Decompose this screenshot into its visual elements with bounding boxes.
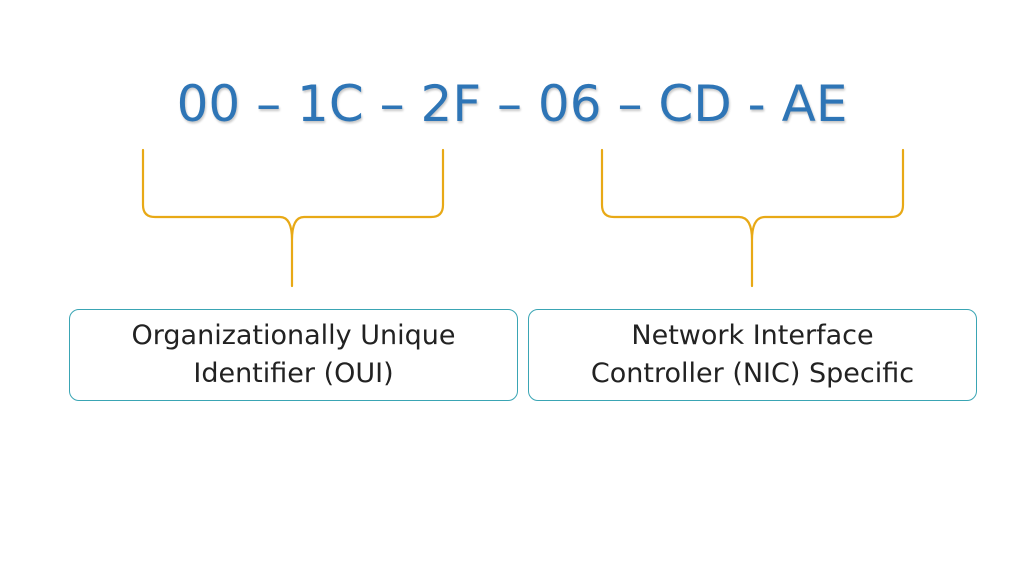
mac-separator-1: –: [240, 75, 298, 133]
nic-label-line-1: Network Interface: [631, 320, 874, 351]
oui-label-line-1: Organizationally Unique: [131, 320, 456, 351]
mac-segment-3: 2F: [420, 75, 482, 133]
mac-separator-2: –: [363, 75, 421, 133]
mac-separator-5: -: [731, 75, 782, 133]
mac-segment-4: 06: [537, 75, 602, 133]
mac-separator-4: –: [601, 75, 659, 133]
mac-segment-6: AE: [781, 75, 848, 133]
mac-address: 00 – 1C – 2F – 06 – CD - AE: [0, 68, 1024, 140]
oui-label-box: Organizationally Unique Identifier (OUI): [69, 309, 518, 401]
nic-label-line-2: Controller (NIC) Specific: [590, 358, 915, 389]
mac-segment-1: 00: [176, 75, 241, 133]
mac-separator-3: –: [481, 75, 538, 133]
oui-brace: [141, 148, 445, 288]
nic-label-box: Network Interface Controller (NIC) Speci…: [528, 309, 977, 401]
mac-segment-2: 1C: [297, 75, 364, 133]
oui-label-line-2: Identifier (OUI): [193, 358, 394, 389]
nic-brace: [600, 148, 905, 288]
mac-segment-5: CD: [658, 75, 732, 133]
